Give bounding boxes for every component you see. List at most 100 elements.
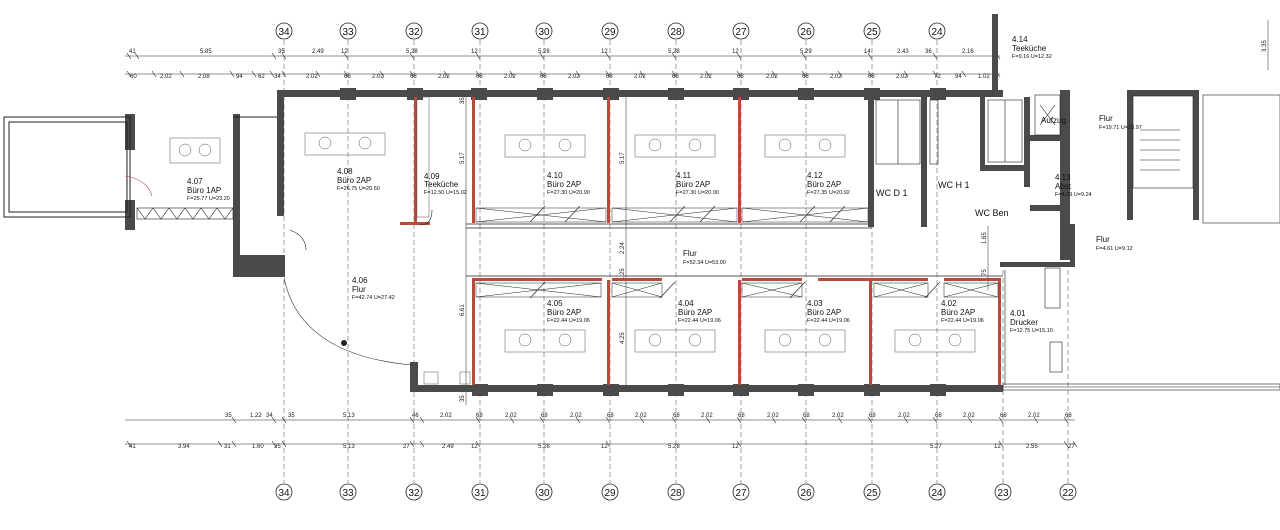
- svg-text:27: 27: [735, 488, 747, 499]
- svg-text:24: 24: [931, 488, 943, 499]
- dimension-label: 46: [412, 413, 419, 419]
- svg-text:34: 34: [278, 27, 290, 38]
- dimension-label: 68: [803, 413, 810, 419]
- axis-marker: 22: [1059, 483, 1077, 501]
- dimension-label: 6.61: [460, 304, 466, 316]
- svg-text:Flur: Flur: [1096, 235, 1110, 244]
- dimension-label: 12: [471, 444, 478, 450]
- dimension-label: 27: [403, 444, 410, 450]
- dimension-label: 68: [935, 413, 942, 419]
- dimension-label: 5.28: [538, 49, 550, 55]
- svg-text:4.01: 4.01: [1010, 309, 1026, 318]
- svg-text:F=4.61 U=9.12: F=4.61 U=9.12: [1096, 246, 1133, 252]
- svg-text:F=19.71 U=23.97: F=19.71 U=23.97: [1099, 125, 1142, 131]
- dimension-label: 35: [460, 97, 466, 104]
- room-label-4-09: 4.09 Teeküche F=12.50 U=15.02: [424, 172, 467, 196]
- svg-text:4.13: 4.13: [1055, 173, 1071, 182]
- svg-text:Büro 2AP: Büro 2AP: [676, 180, 710, 189]
- dimension-label: 68: [869, 413, 876, 419]
- room-label-4-14: 4.14 Teeküche F=9.16 U=12.32: [1012, 35, 1052, 60]
- axis-marker: 24: [928, 483, 946, 501]
- dimension-label: 2.02: [898, 413, 910, 419]
- axis-marker: 32: [405, 483, 423, 501]
- dimension-label: 68: [672, 74, 679, 80]
- dimension-label: 5.29: [800, 49, 812, 55]
- dimension-label: 2.16: [962, 49, 974, 55]
- door-swings: [124, 175, 941, 366]
- axis-marker: 31: [471, 483, 489, 501]
- room-label-4-13: 4.13 Abst F=4.39 U=9.24: [1055, 173, 1092, 198]
- room-label-flur-stair: Flur F=19.71 U=23.97: [1099, 114, 1142, 131]
- axis-marker: 26: [797, 483, 815, 501]
- svg-text:F=27.30 U=20.90: F=27.30 U=20.90: [676, 190, 719, 196]
- svg-text:Büro 2AP: Büro 2AP: [807, 308, 841, 317]
- svg-text:4.07: 4.07: [187, 177, 203, 186]
- room-label-4-11: 4.11 Büro 2AP F=27.30 U=20.90: [676, 171, 719, 196]
- room-label-4-04: 4.04 Büro 2AP F=22.44 U=19.06: [678, 299, 721, 324]
- svg-text:30: 30: [538, 488, 550, 499]
- svg-text:27: 27: [735, 27, 747, 38]
- axis-marker: 23: [994, 483, 1012, 501]
- dimension-label: 68: [737, 74, 744, 80]
- dimension-label: 2.02: [440, 413, 452, 419]
- svg-text:F=12.50 U=15.02: F=12.50 U=15.02: [424, 190, 467, 196]
- dimension-label: 12: [732, 49, 739, 55]
- svg-text:28: 28: [670, 27, 682, 38]
- dimension-label: 5.28: [668, 49, 680, 55]
- svg-text:24: 24: [931, 27, 943, 38]
- dimension-label: 1.65: [982, 232, 988, 244]
- dimension-label: 68: [1000, 413, 1007, 419]
- svg-text:4.10: 4.10: [547, 171, 563, 180]
- dimension-label: 2.02: [160, 74, 172, 80]
- axis-marker: 32: [405, 22, 423, 40]
- svg-text:F=27.35 U=20.92: F=27.35 U=20.92: [807, 190, 850, 196]
- svg-text:4.12: 4.12: [807, 171, 823, 180]
- svg-text:Büro 2AP: Büro 2AP: [678, 308, 712, 317]
- dimension-label: 2.02: [766, 74, 778, 80]
- dimension-label: 2.02: [896, 74, 908, 80]
- corridor-walls: [466, 223, 1003, 277]
- dimension-label: 12: [341, 49, 348, 55]
- svg-text:33: 33: [342, 488, 354, 499]
- dimension-label: 68: [476, 74, 483, 80]
- dimension-label: 68: [802, 74, 809, 80]
- axis-markers-top: 34 33 32 31 30 29 28 27 26 25 24: [275, 22, 946, 40]
- svg-text:F=9.16 U=12.32: F=9.16 U=12.32: [1012, 54, 1052, 60]
- dimension-label: 12: [601, 444, 608, 450]
- dimension-label: 5.17: [460, 152, 466, 164]
- svg-text:25: 25: [866, 27, 878, 38]
- dimension-label: 5.28: [538, 444, 550, 450]
- dimension-label: 2.02: [634, 74, 646, 80]
- svg-text:Büro 2AP: Büro 2AP: [941, 308, 975, 317]
- svg-text:F=26.75 U=20.60: F=26.75 U=20.60: [337, 186, 380, 192]
- label-aufzug: Aufzug: [1041, 116, 1066, 125]
- dimension-label: 5.27: [930, 444, 942, 450]
- room-label-4-02: 4.02 Büro 2AP F=22.44 U=19.06: [941, 299, 984, 324]
- svg-text:26: 26: [800, 27, 812, 38]
- svg-text:F=22.44 U=19.06: F=22.44 U=19.06: [941, 318, 984, 324]
- window-strips: [136, 207, 1280, 391]
- svg-text:32: 32: [408, 27, 420, 38]
- label-wc-h: WC H 1: [938, 180, 970, 190]
- dimension-label: 2.02: [570, 413, 582, 419]
- axis-marker: 30: [535, 22, 553, 40]
- axis-marker: 29: [601, 483, 619, 501]
- svg-text:4.03: 4.03: [807, 299, 823, 308]
- dimension-label: 5.28: [668, 444, 680, 450]
- axis-marker: 29: [601, 22, 619, 40]
- dimension-label: 41: [129, 49, 136, 55]
- svg-text:32: 32: [408, 488, 420, 499]
- dimension-label: 94: [236, 74, 243, 80]
- svg-text:4.02: 4.02: [941, 299, 957, 308]
- dimension-label: 68: [344, 74, 351, 80]
- room-label-4-05: 4.05 Büro 2AP F=22.44 U=19.06: [547, 299, 590, 324]
- svg-text:F=12.75 U=15.10: F=12.75 U=15.10: [1010, 328, 1053, 334]
- svg-text:Teeküche: Teeküche: [424, 180, 459, 189]
- svg-text:Büro 2AP: Büro 2AP: [547, 308, 581, 317]
- svg-text:30: 30: [538, 27, 550, 38]
- dimension-label: 35: [225, 413, 232, 419]
- svg-text:F=22.44 U=19.06: F=22.44 U=19.06: [678, 318, 721, 324]
- svg-text:4.04: 4.04: [678, 299, 694, 308]
- svg-text:31: 31: [474, 27, 486, 38]
- dimension-label: 41: [129, 444, 136, 450]
